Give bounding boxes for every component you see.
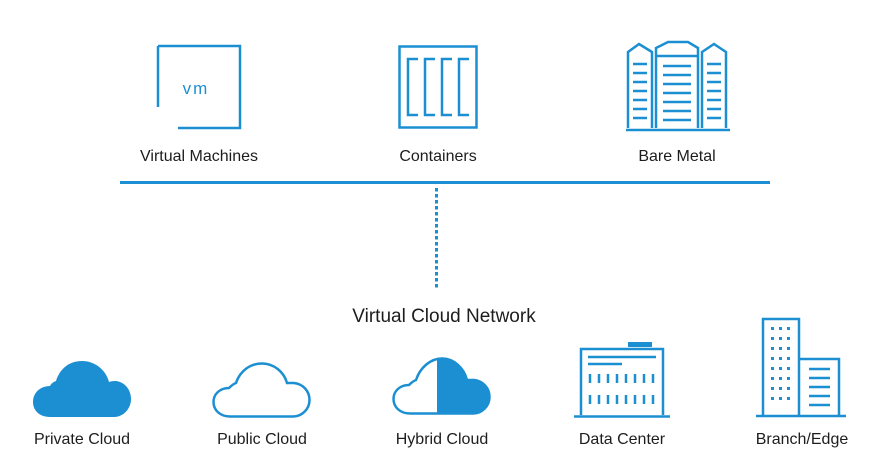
containers-icon xyxy=(398,45,478,129)
environment-label-public-cloud: Public Cloud xyxy=(217,431,307,448)
workload-bus-line xyxy=(120,181,770,184)
environment-label-branch-edge: Branch/Edge xyxy=(755,431,849,448)
hybrid-cloud-icon xyxy=(391,356,493,416)
data-center-icon xyxy=(574,341,670,419)
vm-icon-text: vm xyxy=(183,79,210,98)
branch-edge-icon xyxy=(754,317,846,419)
public-cloud-icon xyxy=(211,361,313,419)
environment-label-hybrid-cloud: Hybrid Cloud xyxy=(395,431,489,448)
environment-label-private-cloud: Private Cloud xyxy=(33,431,131,448)
network-label: Virtual Cloud Network xyxy=(352,306,536,327)
environment-label-data-center: Data Center xyxy=(578,431,666,448)
vm-icon: vm xyxy=(156,44,242,130)
private-cloud-icon xyxy=(32,360,132,418)
network-connector xyxy=(435,188,438,288)
workload-label-bare-metal: Bare Metal xyxy=(638,148,716,165)
workload-label-containers: Containers xyxy=(399,148,477,165)
bare-metal-icon xyxy=(626,40,730,132)
workload-label-virtual-machines: Virtual Machines xyxy=(140,148,258,165)
